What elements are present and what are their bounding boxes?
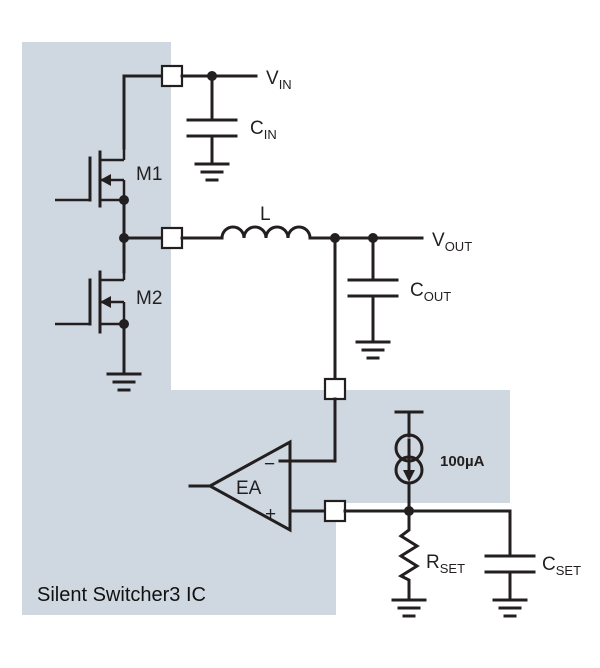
ea-label: EA [236, 478, 262, 499]
inductor-label: L [260, 204, 271, 225]
sw-pin [160, 226, 184, 250]
m2-transistor [55, 270, 129, 334]
current-source-label: 100µA [440, 453, 485, 470]
cin-label: CIN [250, 118, 277, 142]
m2-label: M2 [136, 288, 162, 309]
set-pin [323, 499, 347, 523]
cout-label: COUT [410, 280, 451, 304]
vout-label: VOUT [432, 230, 472, 254]
rset-ground-icon [391, 598, 427, 618]
error-amplifier [188, 439, 292, 533]
ic-label: Silent Switcher3 IC [37, 584, 206, 606]
ea-minus-label: − [264, 454, 275, 475]
cin-capacitor [186, 74, 238, 164]
ic-region [22, 42, 510, 615]
rset-resistor [397, 509, 420, 600]
out-sense-pin [323, 377, 347, 401]
ea-plus-label: + [265, 504, 276, 525]
cset-ground-icon [492, 598, 528, 618]
inductor-coil [220, 225, 312, 240]
cset-capacitor [484, 509, 536, 600]
vin-label: VIN [266, 68, 292, 92]
m2-ground-icon [106, 372, 142, 392]
cin-ground-icon [194, 162, 230, 182]
cout-capacitor [347, 236, 399, 342]
switch-node-dot [119, 233, 129, 243]
cset-label: CSET [542, 554, 581, 578]
vin-pin [160, 64, 184, 88]
cout-ground-icon [355, 340, 391, 360]
m1-transistor [55, 148, 129, 208]
rset-label: RSET [426, 552, 465, 576]
current-source-icon [394, 410, 424, 513]
m1-label: M1 [136, 164, 162, 185]
